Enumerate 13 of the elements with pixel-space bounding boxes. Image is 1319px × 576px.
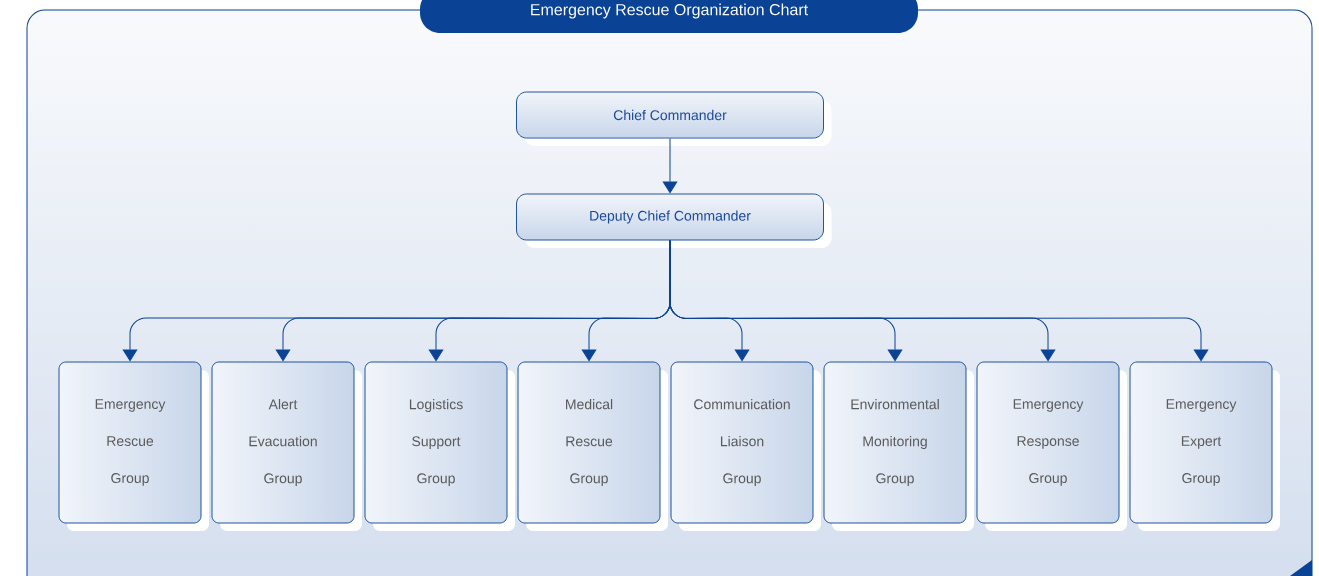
group-box: Emergency Rescue Group [58, 361, 209, 531]
group-box: Emergency Response Group [976, 361, 1127, 531]
role-box: Chief Commander [516, 91, 832, 146]
group-box: Alert Evacuation Group [211, 361, 362, 531]
group-box: Medical Rescue Group [517, 361, 668, 531]
title-banner: Emergency Rescue Organization Chart [420, 0, 918, 33]
group-box: Environmental Monitoring Group [823, 361, 974, 531]
group-box: Logistics Support Group [364, 361, 515, 531]
group-box: Communication Liaison Group [670, 361, 821, 531]
group-box: Emergency Expert Group [1129, 361, 1280, 531]
arrow [669, 239, 1209, 362]
arrow [662, 137, 678, 194]
role-box: Deputy Chief Commander [516, 193, 832, 248]
